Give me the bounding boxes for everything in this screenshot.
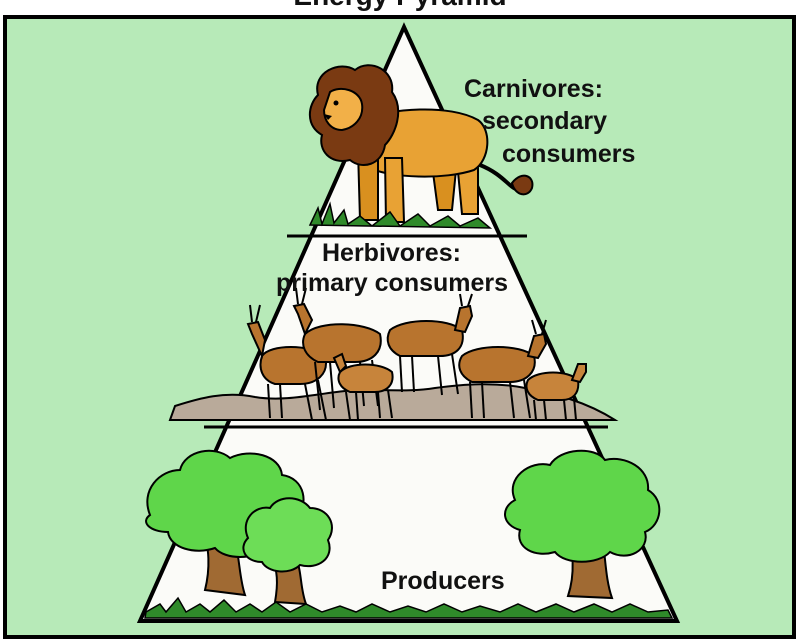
- tree-icon: [145, 449, 661, 606]
- lion-icon: [308, 64, 534, 223]
- herbivores-label-line1: Herbivores:: [322, 239, 461, 267]
- gazelle-icon: [246, 287, 587, 421]
- diagram-title-cropped: Energy Pyramid: [230, 0, 570, 12]
- producer-grass: [144, 596, 674, 619]
- carnivores-label-line1: Carnivores:: [464, 75, 603, 103]
- lion-grass: [308, 201, 493, 229]
- carnivores-label-line2: secondary: [482, 107, 608, 135]
- producers-label: Producers: [381, 567, 505, 595]
- herbivores-label-line2: primary consumers: [276, 269, 509, 297]
- carnivores-label-line3: consumers: [502, 140, 636, 168]
